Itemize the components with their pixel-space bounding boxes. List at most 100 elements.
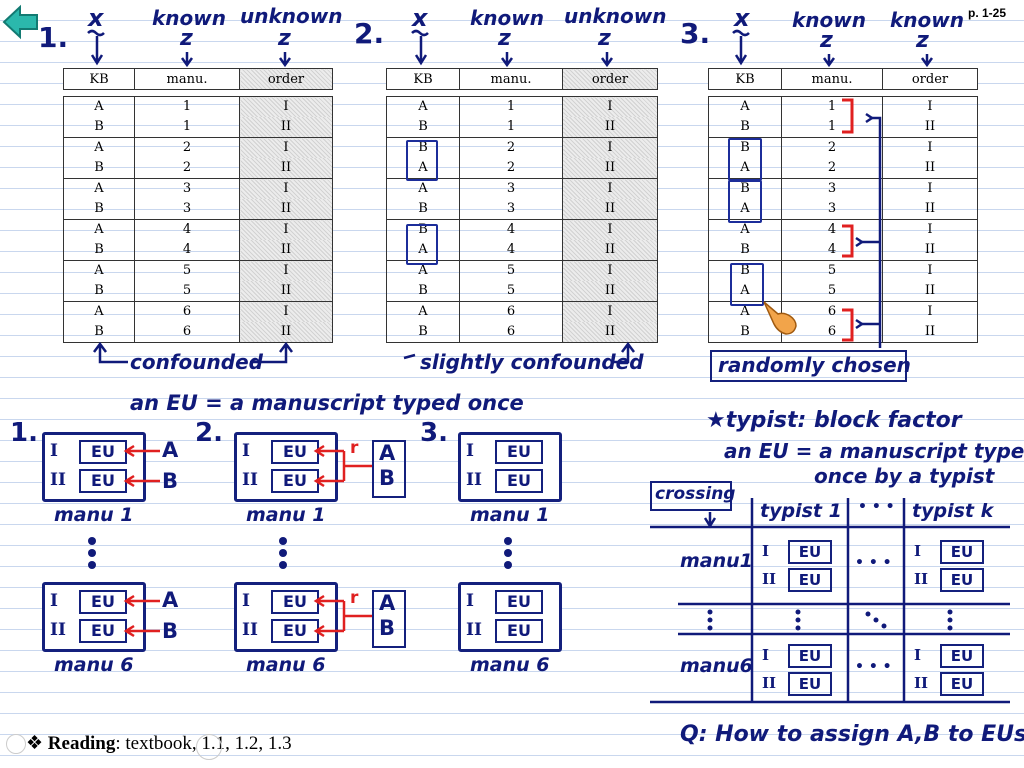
order-label: I xyxy=(466,441,474,461)
manu6-row-label: manu6 xyxy=(680,655,753,677)
eu-cell: EU xyxy=(788,568,832,592)
randomly-chosen-box: randomly chosen xyxy=(710,350,911,382)
crossing-box: crossing xyxy=(650,481,735,511)
dots-row6: • • • xyxy=(855,659,892,675)
eu-cell: EU xyxy=(788,672,832,696)
eu-cell: EU xyxy=(495,619,543,643)
order-cell: I xyxy=(239,260,333,281)
order-label: II xyxy=(50,620,66,640)
typist-dots: • • • xyxy=(858,499,895,515)
manu1-row-label: manu1 xyxy=(680,550,753,572)
order-label: I xyxy=(914,646,922,664)
order-cell: I xyxy=(882,260,978,281)
typist-definition-line1: an EU = a manuscript typed xyxy=(724,439,1024,463)
order-label: I xyxy=(50,591,58,611)
eu-cell: EU xyxy=(940,644,984,668)
order-label: I xyxy=(762,542,770,560)
typist-title: ★typist: block factor xyxy=(706,408,962,433)
order-label: II xyxy=(242,470,258,490)
order-cell: II xyxy=(562,322,658,343)
diagram-number: 3. xyxy=(420,418,448,448)
known-label: known xyxy=(470,6,544,30)
order-label: II xyxy=(50,470,66,490)
order-label: II xyxy=(762,674,777,692)
treatment-a: A xyxy=(379,441,396,465)
nav-prev-icon[interactable] xyxy=(6,734,26,754)
col-kb: KB xyxy=(386,68,460,90)
order-cell: II xyxy=(239,158,333,179)
order-cell: II xyxy=(562,199,658,220)
order-cell: I xyxy=(562,219,658,240)
order-cell: I xyxy=(239,301,333,322)
order-cell: II xyxy=(239,240,333,261)
order-label: II xyxy=(466,620,482,640)
order-cell: I xyxy=(562,96,658,117)
nav-next-icon[interactable] xyxy=(196,734,222,760)
z-label: z xyxy=(916,28,929,53)
order-cell: I xyxy=(239,137,333,158)
eu-cell: EU xyxy=(940,540,984,564)
manu-label: manu 6 xyxy=(246,654,326,676)
swap-box xyxy=(728,180,762,223)
order-cell: I xyxy=(239,178,333,199)
order-label: I xyxy=(50,441,58,461)
dots-row1: • • • xyxy=(855,555,892,571)
treatment-b: B xyxy=(379,466,396,490)
order-cell: II xyxy=(239,322,333,343)
col-kb: KB xyxy=(63,68,135,90)
diagram-number: 2. xyxy=(195,418,223,448)
col-order: order xyxy=(239,68,333,90)
treatment-b: B xyxy=(379,616,396,640)
back-arrow-icon[interactable] xyxy=(2,3,40,41)
order-cell: I xyxy=(239,219,333,240)
order-cell: II xyxy=(562,158,658,179)
manu-label: manu 1 xyxy=(470,504,550,526)
treatment-b: B xyxy=(162,469,179,493)
design-number: 1. xyxy=(38,21,69,54)
question: Q: How to assign A,B to EUs? xyxy=(680,722,1024,747)
manu-label: manu 1 xyxy=(54,504,134,526)
order-label: I xyxy=(242,441,250,461)
eu-cell: EU xyxy=(495,469,543,493)
eu-cell: EU xyxy=(788,644,832,668)
col-order: order xyxy=(562,68,658,90)
order-label: I xyxy=(242,591,250,611)
order-cell: I xyxy=(882,137,978,158)
order-cell: I xyxy=(239,96,333,117)
order-cell: I xyxy=(882,178,978,199)
treatment-b: B xyxy=(162,619,179,643)
manu-label: manu 6 xyxy=(470,654,550,676)
unknown-label: unknown xyxy=(564,4,667,28)
manu-label: manu 6 xyxy=(54,654,134,676)
order-cell: II xyxy=(562,240,658,261)
pointer-hand-icon xyxy=(760,298,802,338)
swap-box xyxy=(406,224,438,265)
design-number: 2. xyxy=(354,17,385,50)
